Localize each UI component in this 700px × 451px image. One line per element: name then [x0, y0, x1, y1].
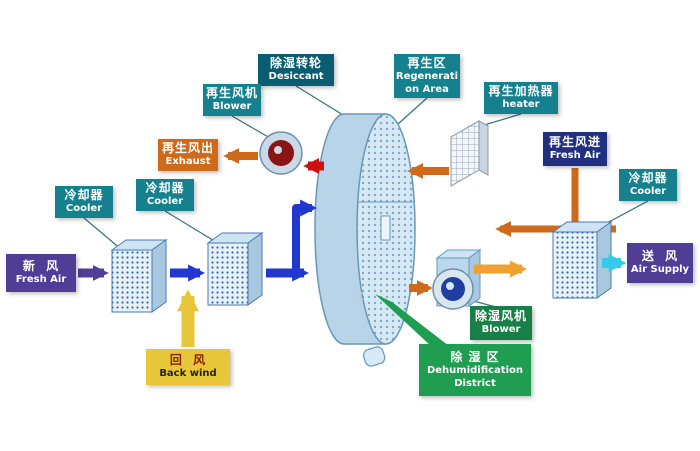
cooler-left-connector	[83, 217, 123, 251]
dehumid-fan-hub	[446, 282, 454, 290]
regen-heater-label-zh: 再生加热器	[488, 84, 554, 99]
cooler-mid-label: 冷却器 Cooler	[136, 179, 194, 211]
exchanger-left-front	[111, 249, 153, 313]
dehumid-district-pointer	[375, 294, 449, 346]
cooler-mid-label-zh: 冷却器	[145, 181, 185, 196]
cooler-left-label-en: Cooler	[65, 203, 103, 215]
dehumid-blower-label-zh: 除湿风机	[474, 309, 527, 324]
wheel-purge-segment	[362, 346, 386, 367]
regen-blower-label: 再生风机 Blower	[203, 84, 261, 116]
exchanger-mid-side	[247, 232, 263, 306]
cooler-left-label-zh: 冷却器	[64, 188, 104, 203]
label-connector-lines	[83, 85, 649, 308]
exhaust-label: 再生风出 Exhaust	[158, 139, 218, 171]
wheel-hub	[380, 215, 391, 241]
watermark-text: xt	[352, 289, 364, 303]
regen-heater-label: 再生加热器 heater	[484, 82, 558, 114]
back-wind-label-en: Back wind	[159, 368, 217, 380]
bypass-elbow-arrow	[292, 199, 318, 272]
cooler-left-label: 冷却器 Cooler	[55, 186, 113, 218]
regen-area-label-en1: Regenerati	[395, 71, 459, 82]
dehumid-district-label-en1: Dehumidification	[426, 365, 524, 376]
regen-air-arrows	[223, 148, 449, 179]
regen-area-connector	[397, 97, 428, 125]
regen-inlet-path	[495, 168, 616, 237]
air-supply-label-zh: 送 风	[641, 249, 679, 264]
exchanger-right-front	[552, 231, 598, 299]
regen-heater-label-en: heater	[502, 99, 540, 111]
desiccant-connector	[295, 85, 349, 119]
regen-fan-icon	[259, 131, 303, 175]
cooler-right-label-zh: 冷却器	[628, 171, 668, 186]
cooler-mid-connector	[164, 210, 217, 243]
rotary-desiccant-wheel	[314, 113, 416, 367]
regen-fresh-air-label: 再生风进 Fresh Air	[543, 132, 607, 166]
dehumid-district-label-zh: 除 湿 区	[450, 350, 500, 364]
regen-blower-label-en: Blower	[212, 101, 252, 113]
back-wind-label-zh: 回 风	[169, 353, 207, 368]
air-supply-label-en: Air Supply	[630, 264, 690, 276]
regen-area-label: 再生区 Regenerati on Area	[394, 54, 460, 98]
heat-exchanger-middle	[206, 232, 264, 306]
regen-blower-label-zh: 再生风机	[206, 86, 259, 101]
regen-fan-impeller	[268, 140, 294, 166]
exhaust-label-zh: 再生风出	[161, 141, 214, 156]
regen-heater-block	[449, 120, 490, 187]
regen-area-label-zh: 再生区	[407, 56, 447, 70]
back-wind-label: 回 风 Back wind	[146, 349, 230, 385]
cooler-right-label: 冷却器 Cooler	[619, 169, 677, 201]
desiccant-label-zh: 除湿转轮	[269, 56, 322, 71]
exchanger-left-side	[151, 239, 167, 313]
desiccant-label-en: Desiccant	[268, 71, 324, 83]
exchanger-mid-front	[207, 242, 249, 306]
fresh-air-label: 新 风 Fresh Air	[6, 254, 76, 292]
regen-fresh-air-label-en: Fresh Air	[549, 150, 601, 162]
fresh-air-label-en: Fresh Air	[15, 274, 67, 286]
regen-fresh-air-label-zh: 再生风进	[548, 135, 601, 150]
heater-front	[450, 120, 480, 187]
dehumid-fan-icon	[432, 249, 482, 310]
cooler-right-label-en: Cooler	[629, 186, 667, 198]
dehumid-district-label: 除 湿 区 Dehumidification District	[419, 344, 531, 396]
air-supply-label: 送 风 Air Supply	[627, 243, 693, 283]
desiccant-label: 除湿转轮 Desiccant	[258, 54, 334, 86]
exhaust-label-en: Exhaust	[165, 156, 211, 168]
dehumid-district-label-en2: District	[454, 377, 496, 389]
dehumid-blower-label: 除湿风机 Blower	[470, 306, 532, 340]
heat-exchanger-left	[110, 239, 168, 313]
cooler-mid-label-en: Cooler	[146, 196, 184, 208]
fresh-air-label-zh: 新 风	[22, 259, 60, 274]
process-air-arrows	[78, 199, 627, 347]
dehumid-blower-label-en: Blower	[481, 324, 521, 336]
regen-fan-hub	[274, 146, 282, 154]
dehumid-fan-impeller	[441, 277, 465, 301]
regen-blower-connector	[231, 115, 271, 139]
heater-side	[478, 120, 489, 176]
regen-area-label-en2: on Area	[405, 83, 449, 95]
